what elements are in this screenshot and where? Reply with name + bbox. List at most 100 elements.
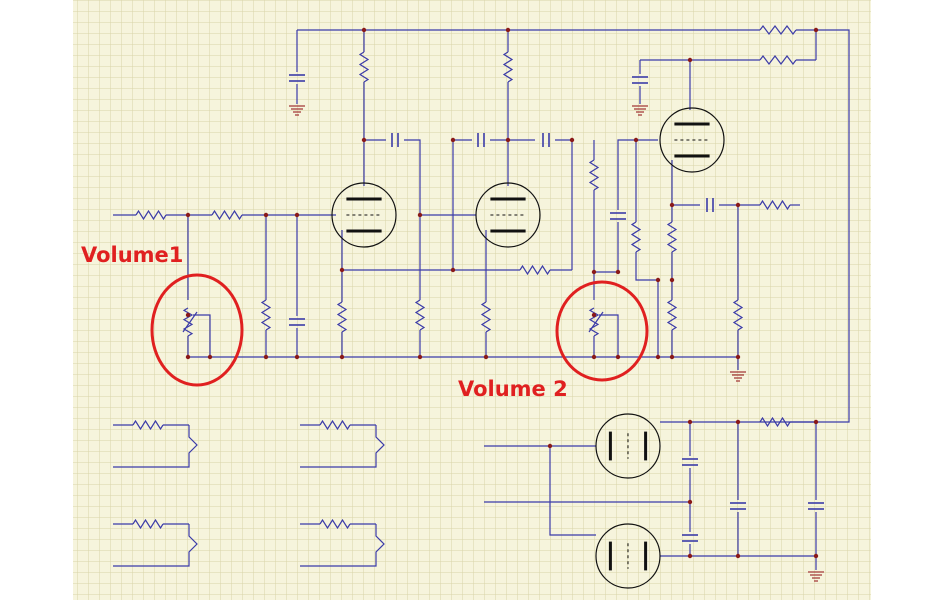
junction-dot (185, 312, 191, 318)
resistor (319, 419, 351, 431)
junction-dot (687, 499, 693, 505)
resistor (630, 221, 642, 253)
junction-dot (633, 137, 639, 143)
resistor (588, 159, 600, 191)
resistor (732, 299, 744, 331)
junction-dot (483, 354, 489, 360)
vacuum-tube (331, 182, 397, 248)
resistor (759, 25, 797, 35)
junction-dot (294, 354, 300, 360)
ground-symbol (632, 105, 648, 116)
resistor (260, 299, 272, 331)
resistor (211, 209, 243, 221)
potentiometer (588, 307, 604, 337)
resistor (480, 301, 492, 333)
capacitor (391, 133, 399, 147)
junctions (185, 27, 819, 559)
junction-dot (669, 202, 675, 208)
resistor (135, 209, 167, 221)
resistor (759, 416, 791, 428)
junction-dot (263, 212, 269, 218)
junction-dot (655, 354, 661, 360)
junction-dot (735, 202, 741, 208)
junction-dot (735, 553, 741, 559)
resistor (336, 301, 348, 333)
wire (113, 425, 198, 468)
ground-symbol (808, 571, 824, 582)
junction-dot (591, 269, 597, 275)
junction-dot (569, 137, 575, 143)
potentiometer (182, 307, 198, 337)
junction-dot (361, 137, 367, 143)
wire (113, 524, 198, 567)
annotation-circles (150, 273, 649, 387)
junction-dot (339, 354, 345, 360)
junction-dot (339, 267, 345, 273)
resistor (319, 518, 351, 530)
rectifier-tube (595, 523, 661, 589)
capacitor (682, 458, 698, 466)
capacitor (682, 534, 698, 542)
junction-dot (185, 212, 191, 218)
resistor (132, 518, 164, 530)
wires (113, 29, 850, 570)
junction-dot (450, 137, 456, 143)
junction-dot (615, 354, 621, 360)
junction-dot (669, 277, 675, 283)
schematic-paper (73, 0, 871, 600)
ground-symbol (730, 371, 746, 382)
rectifier-tube (595, 413, 661, 479)
resistor (759, 199, 791, 211)
junction-dot (591, 354, 597, 360)
junction-dot (417, 212, 423, 218)
junction-dot (813, 553, 819, 559)
wire (635, 252, 659, 357)
capacitor (808, 502, 824, 510)
wire (617, 139, 658, 210)
junction-dot (505, 27, 511, 33)
junction-dot (294, 212, 300, 218)
junction-dot (669, 354, 675, 360)
capacitor (632, 76, 648, 84)
capacitor (730, 502, 746, 510)
capacitor (289, 74, 305, 82)
junction-dot (735, 419, 741, 425)
resistor (132, 419, 164, 431)
vacuum-tube (475, 182, 541, 248)
wire (599, 314, 619, 357)
junction-dot (207, 354, 213, 360)
junction-dot (591, 312, 597, 318)
vacuum-tube (659, 107, 725, 173)
junction-dot (263, 354, 269, 360)
capacitor (542, 133, 550, 147)
capacitor (610, 212, 626, 220)
wire (404, 139, 421, 300)
junction-dot (655, 277, 661, 283)
ground-symbol (289, 105, 305, 116)
components (132, 25, 824, 589)
volume1-highlight-circle (150, 273, 244, 387)
junction-dot (505, 137, 511, 143)
junction-dot (687, 419, 693, 425)
volume2-highlight-circle (555, 280, 649, 382)
junction-dot (417, 354, 423, 360)
junction-dot (735, 354, 741, 360)
capacitor (477, 133, 485, 147)
resistor (414, 299, 426, 331)
capacitor (289, 318, 305, 326)
junction-dot (687, 553, 693, 559)
junction-dot (615, 269, 621, 275)
resistor (666, 221, 678, 253)
wire (193, 314, 211, 357)
junction-dot (687, 57, 693, 63)
junction-dot (185, 354, 191, 360)
junction-dot (450, 267, 456, 273)
junction-dot (361, 27, 367, 33)
junction-dot (813, 419, 819, 425)
resistor (666, 299, 678, 331)
junction-dot (547, 443, 553, 449)
volume2-label: Volume 2 (458, 377, 568, 401)
resistor (519, 264, 551, 276)
wire (549, 446, 596, 536)
